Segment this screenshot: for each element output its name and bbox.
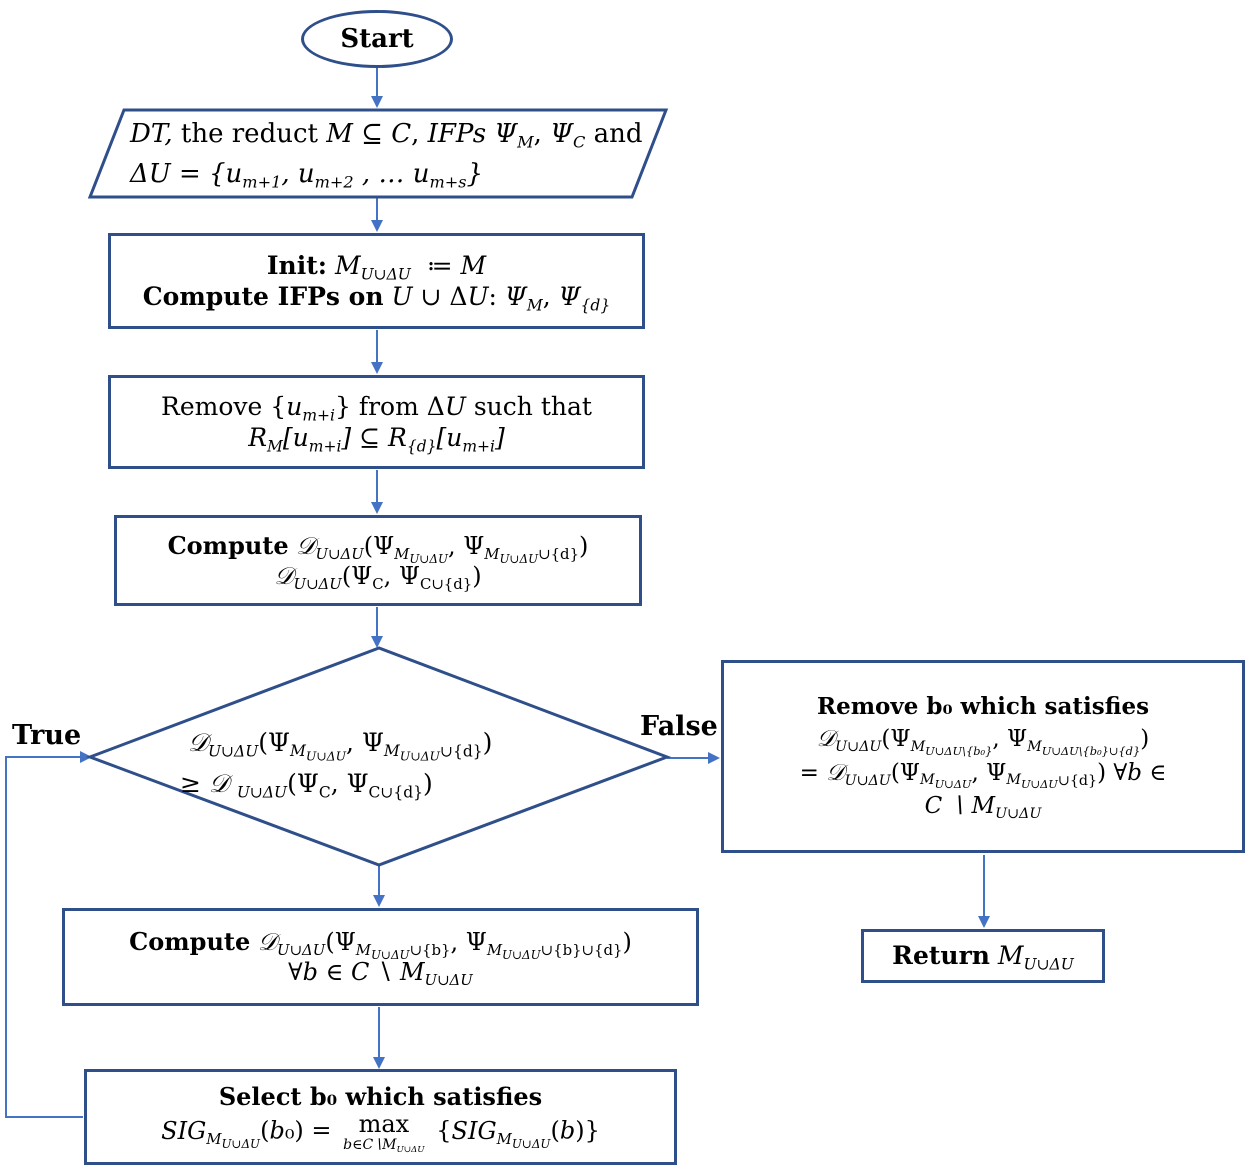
remove-b0-box: Remove b₀ which satisfies 𝒟U∪ΔU(ΨMU∪ΔU\{… (721, 660, 1245, 853)
init-label: Init: (266, 250, 327, 280)
remove-text1: Remove (161, 391, 263, 421)
decision-diamond (85, 646, 672, 867)
input-and: and (593, 119, 643, 149)
input-dt: DT, (130, 119, 173, 149)
decision-condition: 𝒟U∪ΔU(ΨMU∪ΔU, ΨMU∪ΔU∪{d}) ≥ 𝒟 U∪ΔU(ΨC, Ψ… (180, 728, 493, 802)
compute-measure-box: Compute 𝒟U∪ΔU(ΨMU∪ΔU, ΨMU∪ΔU∪{d}) 𝒟U∪ΔU(… (114, 515, 642, 606)
init-box: Init: MU∪ΔU ≔ M Compute IFPs on U ∪ ΔU: … (108, 233, 645, 329)
input-parallelogram (87, 108, 669, 199)
remove-b0-title: Remove b₀ which satisfies (816, 692, 1150, 720)
arrow-loop-true (5, 751, 92, 1118)
remove-text3: such that (473, 391, 592, 421)
false-label: False (640, 711, 718, 742)
compute-ifps-label: Compute IFPs on (142, 282, 384, 311)
remove-text2: from (358, 391, 419, 421)
input-mid: the reduct (180, 119, 318, 149)
input-ifps: IFPs (427, 119, 487, 149)
max-word: max (358, 1110, 410, 1138)
select-b0-box: Select b₀ which satisfies SIGMU∪ΔU(b₀) =… (84, 1069, 677, 1165)
true-label: True (12, 720, 82, 751)
return-label: Return (892, 941, 990, 971)
compute2-label: Compute (129, 927, 251, 956)
compute1-label: Compute (167, 530, 289, 560)
max-operator: max b∈C∖MU∪ΔU (343, 1110, 425, 1156)
remove-step-box: Remove {um+i} from ΔU such that RM[um+i]… (108, 375, 645, 469)
start-terminal: Start (301, 10, 453, 68)
start-label: Start (340, 23, 414, 54)
select-title: Select b₀ which satisfies (218, 1082, 543, 1111)
input-text: DT, the reduct M ⊆ C, IFPs ΨM, ΨC and ΔU… (130, 119, 643, 192)
return-box: Return MU∪ΔU (861, 929, 1105, 983)
compute-all-b-box: Compute 𝒟U∪ΔU(ΨMU∪ΔU∪{b}, ΨMU∪ΔU∪{b}∪{d}… (62, 908, 699, 1006)
